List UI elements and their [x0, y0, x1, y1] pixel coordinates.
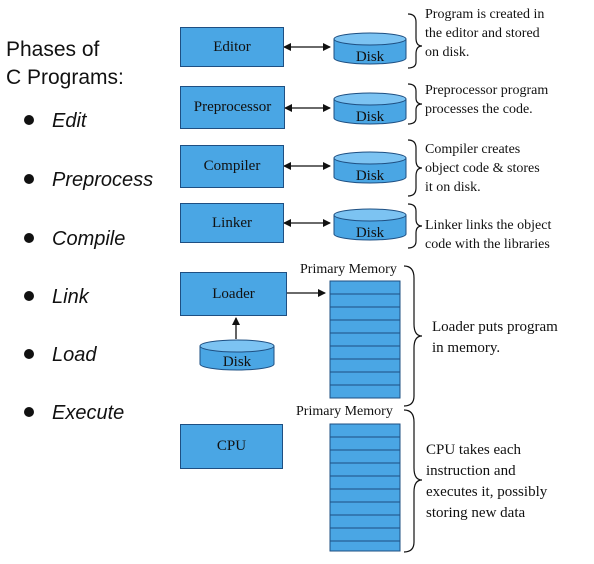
- primary-memory-stack: [329, 280, 401, 399]
- disk-label: Disk: [356, 225, 385, 241]
- brace-icon: [403, 265, 423, 407]
- disk-icon: [333, 92, 407, 125]
- disk-icon: [199, 339, 275, 371]
- cpu-box: CPU: [180, 424, 283, 469]
- phase-load: Load: [24, 344, 97, 367]
- phase-label: Load: [52, 344, 97, 366]
- editor-box: Editor: [180, 27, 284, 67]
- phase-execute: Execute: [24, 402, 124, 425]
- disk-icon: [333, 208, 407, 241]
- brace-icon: [403, 409, 423, 553]
- cpu-description: CPU takes each instruction and executes …: [426, 442, 548, 521]
- disk-label: Disk: [356, 49, 385, 65]
- bullet-icon: [24, 290, 34, 301]
- title-line-2: C Programs:: [6, 66, 124, 89]
- disk-icon: [333, 151, 407, 184]
- loader-description: Loader puts program in memory.: [432, 319, 558, 356]
- title-line-1: Phases of: [6, 38, 100, 61]
- primary-memory-label: Primary Memory: [300, 262, 397, 277]
- phase-preprocess: Preprocess: [24, 169, 153, 192]
- primary-memory-stack: [329, 423, 401, 552]
- phase-compile: Compile: [24, 228, 125, 251]
- bullet-icon: [24, 114, 34, 125]
- brace-icon: [407, 13, 423, 69]
- disk-icon: [333, 32, 407, 65]
- phase-label: Execute: [52, 402, 125, 424]
- disk-label: Disk: [356, 168, 385, 184]
- phase-label: Compile: [52, 228, 126, 250]
- brace-icon: [407, 203, 423, 249]
- bullet-icon: [24, 348, 34, 359]
- preprocessor-description: Preprocessor program processes the code.: [425, 83, 549, 117]
- linker-box: Linker: [180, 203, 284, 243]
- loader-box: Loader: [180, 272, 287, 316]
- compiler-description: Compiler creates object code & stores it…: [425, 142, 540, 195]
- phase-edit: Edit: [24, 110, 86, 133]
- brace-icon: [407, 139, 423, 197]
- linker-description: Linker links the object code with the li…: [425, 218, 552, 252]
- phase-link: Link: [24, 286, 89, 309]
- primary-memory-label: Primary Memory: [296, 404, 393, 419]
- brace-icon: [407, 83, 423, 125]
- disk-label: Disk: [223, 354, 252, 370]
- preprocessor-box: Preprocessor: [180, 86, 285, 129]
- bullet-icon: [24, 173, 34, 184]
- phase-label: Preprocess: [52, 169, 154, 191]
- bullet-icon: [24, 232, 34, 243]
- compiler-box: Compiler: [180, 145, 284, 188]
- bullet-icon: [24, 406, 34, 417]
- phase-label: Link: [52, 286, 89, 308]
- disk-label: Disk: [356, 109, 385, 125]
- phase-label: Edit: [52, 110, 87, 132]
- editor-description: Program is created in the editor and sto…: [425, 7, 545, 60]
